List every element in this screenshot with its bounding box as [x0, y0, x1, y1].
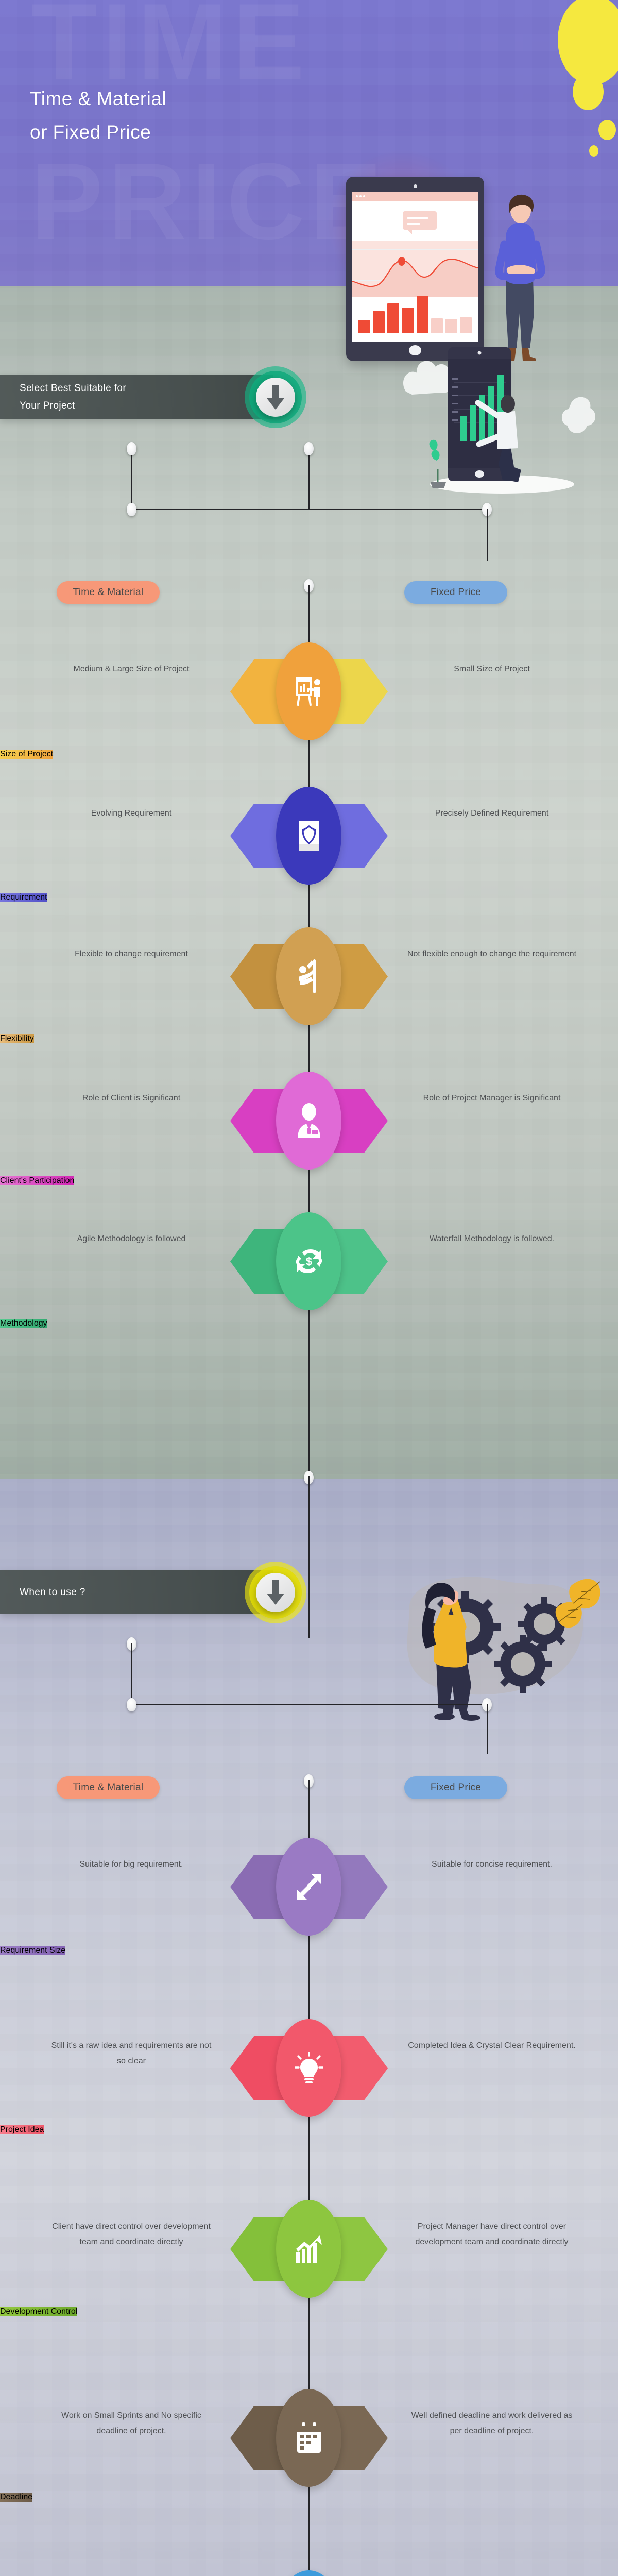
row-text-fixed-price: Completed Idea & Crystal Clear Requireme… — [408, 2041, 576, 2050]
connector-hline-s2 — [131, 1704, 487, 1705]
section2-download-button[interactable] — [245, 1562, 306, 1623]
connector-knob — [127, 503, 136, 516]
row-text-time-material: Suitable for big requirement. — [79, 1860, 183, 1869]
section1-banner: Select Best Suitable for Your Project — [0, 375, 273, 419]
row-text-time-material: Client have direct control over developm… — [52, 2222, 211, 2246]
connector-vstub-left-s2 — [131, 1643, 132, 1704]
hero-person-illustration — [495, 194, 545, 361]
connector-vstub-right-s2 — [487, 1704, 488, 1754]
row-text-fixed-price: Waterfall Methodology is followed. — [429, 1234, 555, 1243]
hero-tablet-illustration — [346, 177, 484, 361]
row-category-label: Size of Project — [0, 750, 54, 759]
connector-vstub-right-s1 — [487, 509, 488, 561]
connector-trunk-s1 — [308, 585, 310, 1481]
tablet-area-chart — [352, 241, 478, 297]
row-text-time-material: Medium & Large Size of Project — [73, 665, 190, 673]
presentation-board-icon — [276, 642, 341, 740]
row-text-time-material: Agile Methodology is followed — [77, 1234, 186, 1243]
page-title-line2: or Fixed Price — [30, 121, 151, 143]
hero-yellow-blob-tiny — [589, 145, 598, 157]
section1-phone-illustration — [397, 345, 597, 495]
column-head-time-material: Time & Material — [57, 581, 160, 604]
calendar-check-icon — [276, 2389, 341, 2487]
row-text-fixed-price: Not flexible enough to change the requir… — [407, 950, 577, 958]
svg-text:$: $ — [305, 1255, 312, 1268]
connector-hline-s1 — [131, 509, 487, 510]
tablet-home-button — [409, 345, 421, 355]
cycle-dollar-icon: $ — [276, 1212, 341, 1310]
page-title-line1: Time & Material — [30, 88, 167, 109]
hero-yellow-blob-small — [598, 120, 616, 140]
down-arrow-icon — [256, 378, 295, 417]
hero-yellow-blob-medium — [573, 73, 604, 110]
column-head-fixed-price: Fixed Price — [404, 1776, 507, 1799]
section1-download-button[interactable] — [245, 366, 306, 428]
row-category-label: Development Control — [0, 2307, 78, 2316]
document-shield-icon — [276, 787, 341, 885]
section1-banner-line1: Select Best Suitable for — [20, 383, 127, 394]
connector-knob — [304, 442, 314, 455]
row-text-fixed-price: Role of Project Manager is Significant — [423, 1094, 561, 1103]
section2-banner-line1: When to use ? — [20, 1586, 85, 1598]
row-text-fixed-price: Small Size of Project — [454, 665, 530, 673]
row-category-label: Deadline — [0, 2493, 33, 2502]
connector-vline-s1-top — [308, 447, 310, 509]
row-text-fixed-price: Precisely Defined Requirement — [435, 809, 549, 818]
lightbulb-icon — [276, 2019, 341, 2117]
connector-trunk-s2 — [308, 1780, 310, 2576]
column-head-time-material: Time & Material — [57, 1776, 160, 1799]
growth-chart-icon — [276, 2200, 341, 2298]
row-category-label: Flexibility — [0, 1034, 34, 1043]
row-text-fixed-price: Suitable for concise requirement. — [432, 1860, 552, 1869]
connector-knob — [127, 442, 136, 455]
row-text-time-material: Work on Small Sprints and No specific de… — [61, 2411, 201, 2435]
tablet-bar-chart — [358, 289, 472, 333]
section2-gears-illustration — [389, 1566, 605, 1721]
column-head-fixed-price: Fixed Price — [404, 581, 507, 604]
tablet-camera-dot — [413, 184, 417, 188]
row-category-label: Requirement Size — [0, 1946, 66, 1955]
connector-vstub-left-s1 — [131, 447, 132, 510]
row-text-fixed-price: Project Manager have direct control over… — [415, 2222, 569, 2246]
yoga-flexible-icon — [276, 927, 341, 1025]
resize-arrows-icon — [276, 1838, 341, 1936]
cycle-dollar-icon: $ — [276, 2570, 341, 2576]
connector-vline-s2-top — [308, 1476, 310, 1638]
connector-knob — [127, 1698, 136, 1711]
row-category-label: Project Idea — [0, 2125, 44, 2134]
hero-yellow-blob-large — [558, 0, 618, 85]
row-category-label: Client's Participation — [0, 1176, 75, 1185]
section1-banner-line2: Your Project — [20, 400, 75, 411]
section2-banner: When to use ? — [0, 1570, 273, 1614]
row-text-time-material: Flexible to change requirement — [75, 950, 188, 958]
row-text-time-material: Still it's a raw idea and requirements a… — [51, 2041, 212, 2065]
row-category-label: Requirement — [0, 893, 47, 902]
tablet-screen — [352, 192, 478, 342]
row-text-time-material: Evolving Requirement — [91, 809, 172, 818]
row-category-label: Methodology — [0, 1319, 47, 1328]
tablet-topbar — [352, 192, 478, 201]
businessman-badge-icon — [276, 1072, 341, 1170]
tablet-chat-bubble — [403, 211, 437, 234]
page-title: Time & Material or Fixed Price — [30, 82, 318, 149]
down-arrow-icon — [256, 1573, 295, 1612]
row-text-fixed-price: Well defined deadline and work delivered… — [411, 2411, 573, 2435]
row-text-time-material: Role of Client is Significant — [82, 1094, 181, 1103]
